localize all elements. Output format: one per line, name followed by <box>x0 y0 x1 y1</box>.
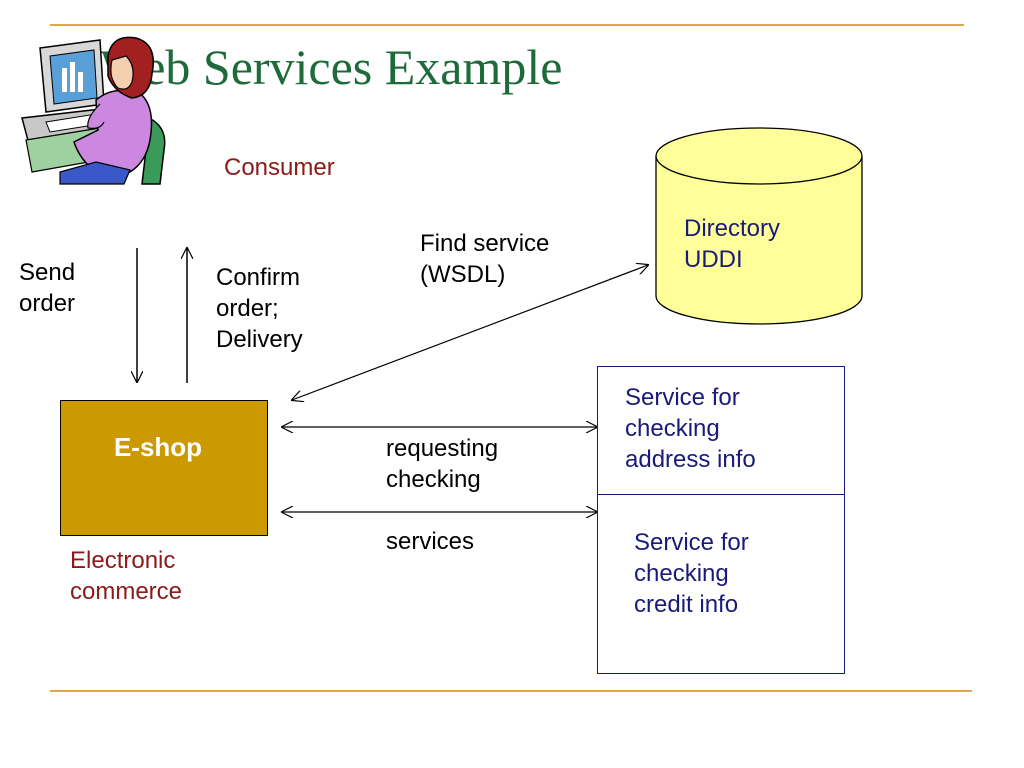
find-service-arrow <box>292 265 648 400</box>
send-order-label: Send order <box>19 259 76 317</box>
electronic-commerce-label: Electronic commerce <box>70 547 183 605</box>
services-divider <box>597 494 845 495</box>
bottom-rule <box>50 690 972 692</box>
services-label: services <box>386 528 475 555</box>
top-rule <box>50 24 964 26</box>
confirm-order-label: Confirm order; Delivery <box>216 264 303 353</box>
find-service-label: Find service (WSDL) <box>420 230 550 288</box>
slide-title: Web Services Example <box>100 39 563 95</box>
requesting-checking-label: requesting checking <box>386 435 499 493</box>
services-box <box>597 366 845 674</box>
consumer-label: Consumer <box>224 154 335 181</box>
woman-at-computer-icon <box>21 36 166 185</box>
directory-label: Directory UDDI <box>684 215 781 273</box>
eshop-box <box>60 400 268 536</box>
service-credit-label: Service for checking credit info <box>634 529 749 618</box>
service-address-label: Service for checking address info <box>625 384 756 473</box>
directory-cylinder <box>655 127 863 325</box>
eshop-label: E-shop <box>113 432 203 462</box>
